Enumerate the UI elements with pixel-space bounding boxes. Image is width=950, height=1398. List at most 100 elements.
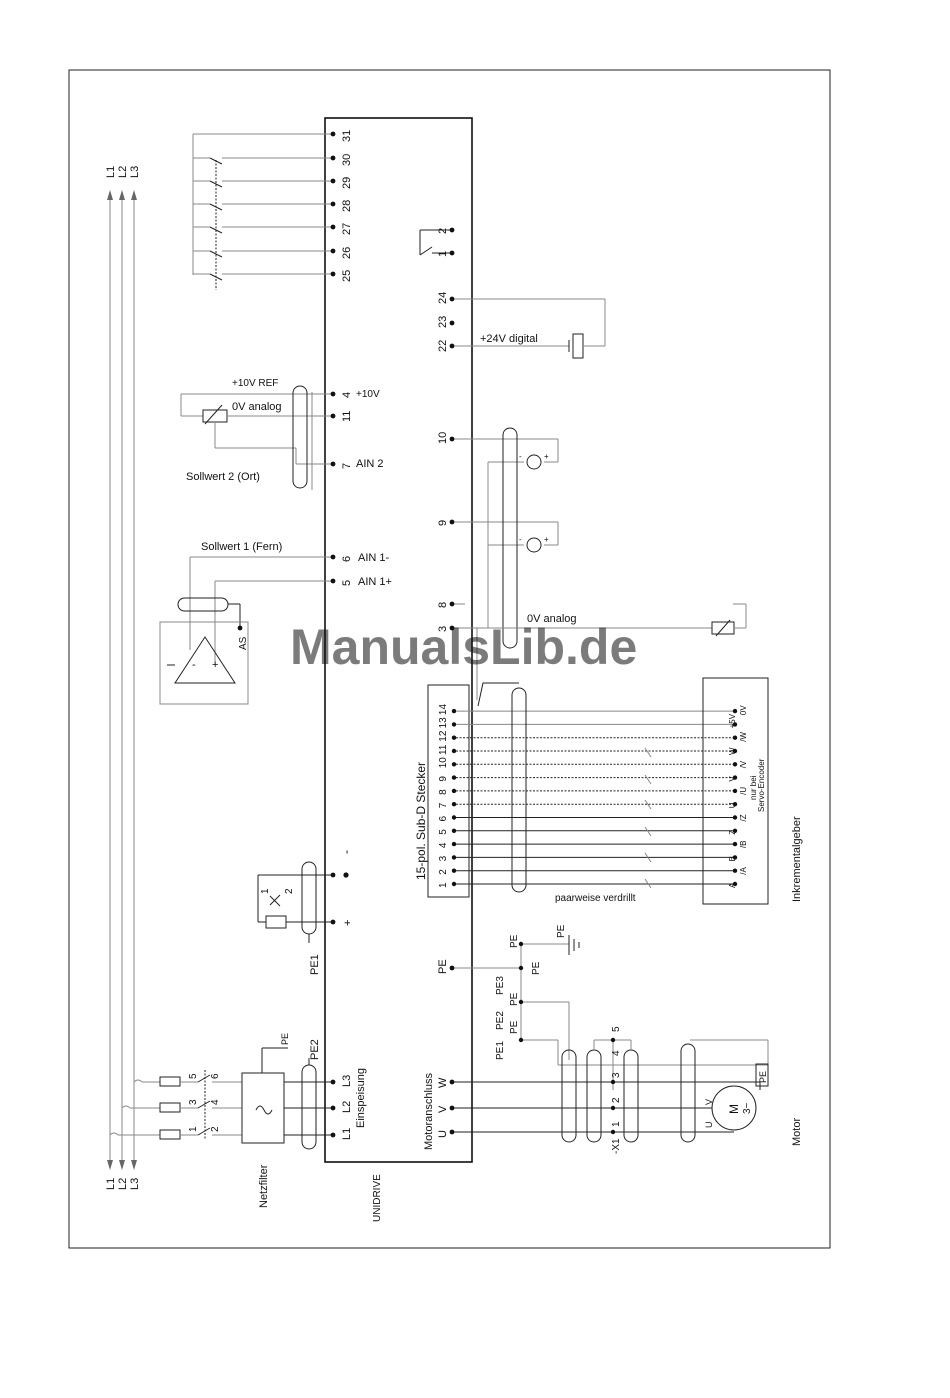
einspeisung-label: Einspeisung [355,1068,367,1128]
einspeisung-l1: L1 [341,1128,353,1140]
subd-pin-12: 12 [438,730,449,742]
supply-top-l3: L3 [129,166,141,178]
encoder-signal-nW: /W [739,731,748,741]
brake-num-2: 2 [284,888,295,894]
terminal-8: 8 [437,602,449,608]
encoder-pin-dot [732,855,738,860]
encoder-signal-nA: /A [739,866,748,874]
subd-pin-2: 2 [438,869,449,875]
terminal-3: 3 [437,626,449,632]
opamp-plus: + [212,659,218,671]
encoder-signal-0V: 0V [739,705,748,715]
encoder-note-2: Servo-Encoder [757,758,766,812]
subd-pin-1: 1 [438,882,449,888]
subd-pin-11: 11 [438,744,449,755]
motor-conn-w: W [437,1077,449,1088]
unidrive-box [324,117,473,1163]
x1-num-1: 1 [611,1121,622,1127]
subd-pin-dot [451,855,457,860]
subd-pin-6: 6 [438,816,449,822]
x1-num-2: 2 [611,1097,622,1103]
encoder-signal-V: V [728,776,737,782]
subd-pin-dot [451,841,457,847]
twisted-label: paarweise verdrillt [555,893,636,904]
brake-plus: + [342,920,354,926]
x1-num-4: 4 [611,1050,622,1056]
switch-num-1: 1 [188,1126,199,1132]
encoder-pin-dot [732,881,738,887]
encoder-pin-dot [732,815,738,820]
motor-label: Motor [791,1118,803,1146]
relay-wiring [419,229,452,256]
encoder-signal-A: A [728,882,737,888]
x1-num-3: 3 [611,1072,622,1078]
analog-out-wiring [452,427,747,700]
subd-pin-dot [451,722,457,727]
encoder-pin-dot [732,748,738,754]
motor-wiring [452,935,769,1143]
terminal-6-label: AIN 1- [358,552,390,564]
encoder-signal-nU: /U [739,787,748,795]
digital-input-wiring [192,133,333,290]
netzfilter-pe2: PE2 [309,1039,321,1060]
subd-pin-dot [451,788,457,794]
subd-pin-8: 8 [438,789,449,795]
x1-label: -X1 [611,1138,622,1154]
motor-conn-label: Motoranschluss [423,1072,435,1150]
encoder-pin-dot [732,735,738,740]
encoder-signal-nV: /V [739,760,748,768]
supply-top-l2: L2 [117,166,129,178]
encoder-pin-dot [732,868,738,873]
analog-out-zero-label: 0V analog [527,613,577,625]
subd-pin-dot [451,748,457,754]
terminal-28: 28 [341,200,353,212]
terminal-31: 31 [341,130,353,142]
terminal-29: 29 [341,177,353,189]
motor-pe-2b: PE [509,1020,520,1034]
encoder-signal-nZ: /Z [739,814,748,821]
brake-minus: - [339,850,353,854]
unidrive-label: UNIDRIVE [372,1174,383,1222]
terminal-7: 7 [341,463,353,469]
meter-10-minus: - [519,452,522,461]
power24-label: +24V digital [480,333,538,345]
motor-conn-u: U [437,1130,449,1138]
encoder-pin-dot [732,722,738,727]
encoder-cable-shield [511,687,527,893]
sollwert1-label: Sollwert 1 (Fern) [201,541,282,553]
encoder-label: Inkrementalgeber [791,816,803,902]
subd-pin-9: 9 [438,776,449,782]
as-terminal [237,625,243,631]
supply-lines [107,190,143,1170]
subd-pin-dot [451,802,457,807]
relay-1: 1 [437,251,449,257]
subd-label: 15-pol. Sub-D Stecker [414,762,428,880]
digital-terminals [330,131,336,277]
encoder-pin-dot [732,828,738,833]
encoder-signal-U: U [728,802,737,808]
subd-pin-14: 14 [438,704,449,716]
motor-pe-gnd: PE [556,924,567,938]
motor-pe-box [755,1063,769,1087]
encoder-signal-p5V: +5V [728,713,737,728]
netzfilter-pe: PE [280,1033,290,1045]
terminal-6: 6 [341,556,353,562]
subd-pin-dot [451,815,457,820]
motor-u: U [704,1122,714,1129]
subd-pin-dot [451,775,457,780]
brake-wiring [257,861,333,943]
subd-box [427,684,470,898]
subd-pin-10: 10 [438,757,449,769]
supply-top-l1: L1 [105,166,117,178]
motor-pe1: PE1 [495,1041,506,1060]
meter-10-sign: + [544,452,549,461]
subd-pin-13: 13 [438,717,449,729]
terminal-11: 11 [341,411,353,422]
terminal-23: 23 [437,316,449,328]
motor-conn-v: V [437,1105,449,1113]
supply-bottom-l2: L2 [117,1178,129,1190]
power24-wiring [452,298,606,359]
relay-2: 2 [437,228,449,234]
